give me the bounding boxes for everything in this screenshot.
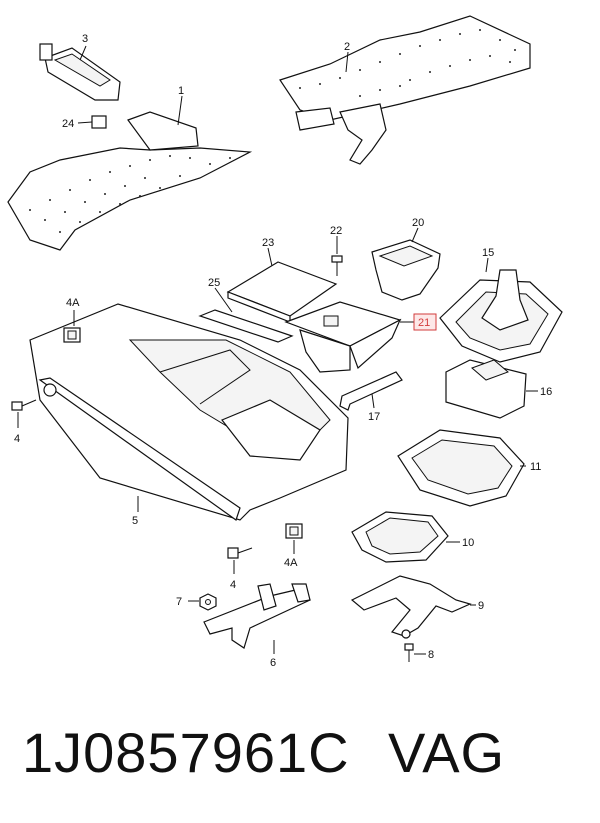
label-17: 17 (368, 411, 380, 423)
part-3-bracket (39, 43, 121, 101)
part-2-rear-carpet (279, 15, 531, 165)
part-6-mounting-bracket (203, 583, 311, 649)
label-1: 1 (178, 85, 184, 97)
label-20: 20 (412, 217, 424, 229)
part-4-screw-bottom (227, 547, 253, 559)
brand-name: VAG (388, 721, 506, 784)
label-3: 3 (82, 33, 88, 45)
part-16-insert-block (445, 359, 527, 419)
part-8-bolt (404, 643, 414, 662)
part-number: 1J0857961C (22, 721, 350, 784)
label-23: 23 (262, 237, 274, 249)
label-16: 16 (540, 386, 552, 398)
label-6: 6 (270, 657, 276, 669)
part-17-support-bracket (339, 371, 403, 411)
part-7-nut (199, 593, 217, 611)
label-22: 22 (330, 225, 342, 237)
label-4a-bottom: 4A (284, 557, 298, 569)
part-25-strip (198, 309, 294, 343)
part-20-tray-insert (371, 239, 441, 301)
part-21-storage-tray (284, 301, 402, 373)
label-8: 8 (428, 649, 434, 661)
label-15: 15 (482, 247, 494, 259)
label-11: 11 (530, 461, 541, 473)
label-7: 7 (176, 596, 182, 608)
part-11-trim-frame (397, 429, 525, 507)
label-5: 5 (132, 515, 138, 527)
part-4-screw-left (11, 399, 37, 411)
label-9: 9 (478, 600, 484, 612)
label-25: 25 (208, 277, 220, 289)
label-2: 2 (344, 41, 350, 53)
label-4a-top: 4A (66, 297, 80, 309)
part-info-footer: 1J0857961C VAG (22, 720, 582, 800)
label-4-bottom: 4 (230, 579, 236, 591)
label-24: 24 (62, 118, 74, 130)
part-4a-clip-top (63, 327, 81, 343)
label-10: 10 (462, 537, 474, 549)
part-5-center-console (29, 303, 349, 521)
part-15-shift-boot (439, 269, 563, 363)
highlight-frame-21 (413, 313, 437, 331)
part-4a-clip-bottom (285, 523, 303, 539)
part-10-gasket-frame (351, 511, 449, 563)
part-22-screw (331, 255, 343, 276)
label-4-left: 4 (14, 433, 20, 445)
part-1-carpet-panel (7, 111, 253, 251)
exploded-parts-diagram: 3 1 24 2 (7, 15, 563, 669)
label-21: 21 (418, 317, 430, 329)
part-9-bracket (350, 575, 472, 639)
